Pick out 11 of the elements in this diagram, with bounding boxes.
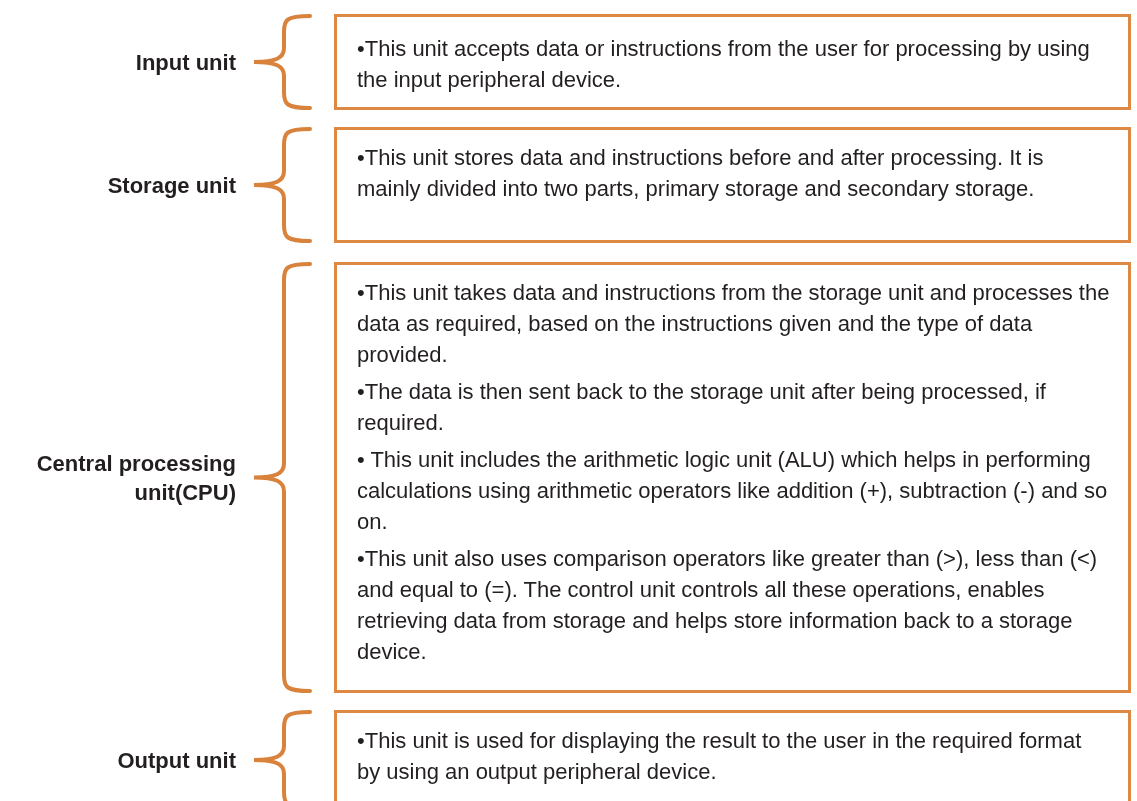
unit-heading: Storage unit [106,171,236,200]
bullet-text: •This unit also uses comparison operators like greater than (>), less than (<) and equal to (=). The control unit controls all these operations, enables retrieving data from storage and helps store information back to a storage device. [357,545,1099,666]
unit-heading: Input unit [134,48,236,77]
bullet-text: •The data is then sent back to the storage unit after being processed, if required. [357,378,1047,437]
bullet-text: •This unit is used for displaying the result to the user in the required format by using an output peripheral device. [357,727,1083,786]
bullet-text: •This unit takes data and instructions from the storage unit and processes the data as required, based on the instructions given and the type of data provided. [357,279,1110,369]
bullet-text: • This unit includes the arithmetic logic unit (ALU) which helps in performing calculations using arithmetic operators like addition (+), subtraction (-) and so on. [357,446,1109,536]
unit-heading: Central processing unit(CPU) [35,449,236,507]
unit-heading: Output unit [116,746,236,775]
bullet-text: •This unit stores data and instructions before and after processing. It is mainly divided into two parts, primary storage and secondary storage. [357,144,1045,203]
bullet-text: •This unit accepts data or instructions from the user for processing by using the input peripheral device. [357,35,1091,94]
